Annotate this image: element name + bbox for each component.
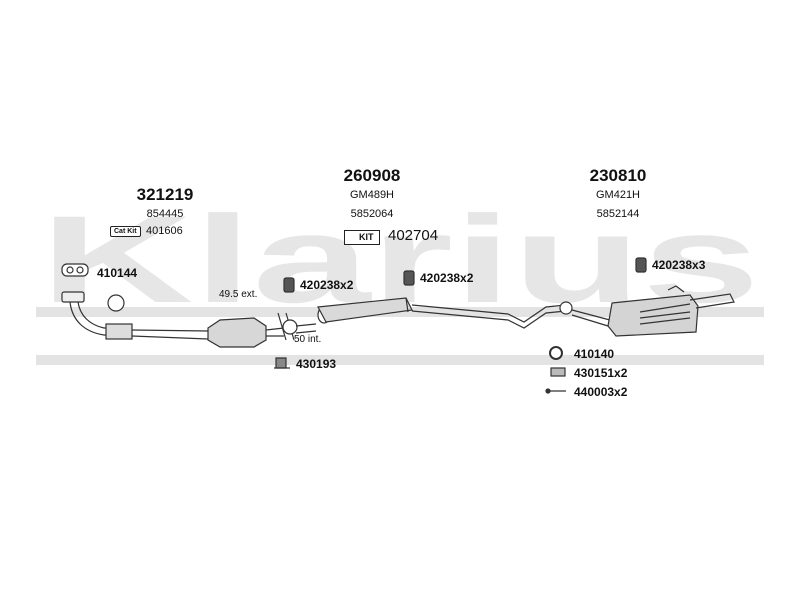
- clamp-icon: [550, 367, 566, 377]
- bolt-icon: [545, 388, 566, 394]
- fitting-mount-1-label[interactable]: 420238x2: [300, 278, 354, 292]
- part-ref-cat-kit[interactable]: 401606: [146, 225, 183, 237]
- catalytic-converter: [207, 317, 285, 348]
- part-ref-middle: 5852064: [350, 208, 394, 220]
- part-code-rear-silencer[interactable]: 230810: [589, 166, 647, 185]
- fitting-bolt-label[interactable]: 440003x2: [574, 385, 628, 399]
- part-ref-middle-oem: GM489H: [349, 189, 395, 201]
- front-pipe: [61, 291, 209, 340]
- fitting-gasket-label[interactable]: 410144: [97, 266, 138, 280]
- kit-code[interactable]: 402704: [388, 227, 439, 244]
- rear-silencer: [571, 285, 735, 337]
- fitting-bracket-label[interactable]: 430193: [296, 357, 337, 371]
- ring-gasket-icon: [549, 346, 563, 360]
- dimension-int: 50 int.: [294, 334, 322, 345]
- part-ref-rear-oem: GM421H: [595, 189, 641, 201]
- gasket-icon: [61, 263, 89, 277]
- fitting-mount-2-label[interactable]: 420238x2: [420, 271, 474, 285]
- middle-silencer: [295, 297, 573, 334]
- bracket-icon: [274, 357, 290, 369]
- kit-badge: KIT: [344, 230, 380, 245]
- dimension-ext: 49.5 ext.: [219, 289, 258, 300]
- watermark-bar-bottom: [36, 355, 764, 365]
- part-code-front-pipe[interactable]: 321219: [136, 185, 194, 204]
- part-code-middle-silencer[interactable]: 260908: [343, 166, 401, 185]
- pipe-clamp: [277, 312, 298, 341]
- part-ref-front-pipe: 854445: [146, 208, 184, 220]
- fitting-clamp-label[interactable]: 430151x2: [574, 366, 628, 380]
- part-ref-rear: 5852144: [596, 208, 640, 220]
- fitting-mount-3-label[interactable]: 420238x3: [652, 258, 706, 272]
- fitting-ring-gasket-label[interactable]: 410140: [574, 347, 615, 361]
- cat-kit-badge: Cat Kit: [110, 226, 141, 237]
- rubber-mount-icon: [283, 257, 647, 293]
